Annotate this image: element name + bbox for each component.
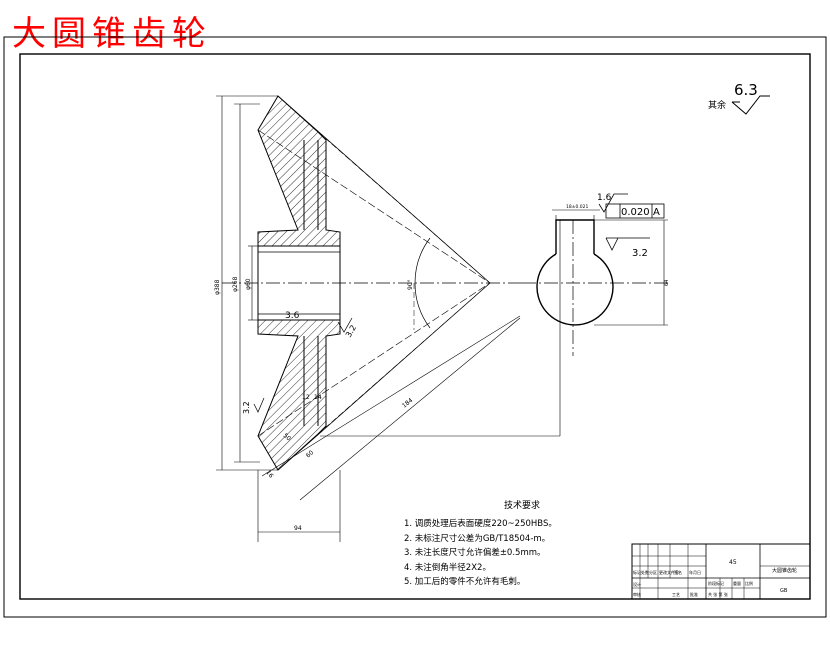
technical-requirement-item: 5. 加工后的零件不允许有毛刺。 — [404, 577, 526, 587]
dim-face-width: 50 — [282, 432, 292, 442]
dim-bottom-a: 16 — [264, 469, 274, 479]
roughness-other-label: 其余 — [708, 99, 726, 111]
section-roughness-right: 3.2 — [632, 248, 648, 259]
dim-total-len: 94 — [294, 525, 302, 532]
technical-requirement-item: 3. 未注长度尺寸允许偏差±0.5mm。 — [404, 548, 546, 558]
dim-bore-dia: φ60 — [245, 278, 252, 290]
title-block-row-4: 签名 — [674, 569, 682, 575]
page-title: 大圆锥齿轮 — [12, 14, 212, 54]
technical-requirement-item: 2. 未标注尺寸公差为GB/T18504-m。 — [404, 533, 551, 544]
title-block-role-1: 审核 — [633, 591, 641, 597]
title-block-role-3: 批准 — [690, 591, 698, 597]
title-block-role-2: 工艺 — [672, 592, 680, 597]
bore-section-view — [522, 193, 670, 356]
dim-cone-angle: 90° — [407, 279, 414, 290]
title-block — [631, 543, 811, 600]
section-keyway-depth: 64 — [664, 280, 670, 286]
technical-requirements: 技术要求 1. 调质处理后表面硬度220~250HBS。 2. 未标注尺寸公差为… — [404, 498, 634, 590]
technical-requirements-heading: 技术要求 — [503, 501, 540, 511]
technical-requirement-item: 4. 未注倒角半径2X2。 — [404, 562, 491, 573]
title-block-ratio: 比例 — [745, 580, 753, 586]
title-block-row-1: 处数 — [641, 569, 649, 575]
dim-hub-roughness: 3.2 — [344, 323, 358, 339]
gear-section-view — [216, 95, 561, 542]
dim-web-thk-a: 12 — [302, 394, 310, 401]
title-block-row-5: 年月日 — [689, 569, 701, 575]
section-keyway-dim: 18±0.021 — [566, 204, 589, 210]
roughness-symbol — [731, 95, 770, 115]
technical-requirement-item: 1. 调质处理后表面硬度220~250HBS。 — [404, 519, 557, 529]
inner-border — [19, 53, 811, 600]
title-block-role-0: 设计 — [633, 581, 641, 587]
title-block-part-name: 大圆锥齿轮 — [772, 567, 797, 574]
title-block-row-3: 更改文件号 — [659, 569, 679, 575]
dim-hub-dia: φ268 — [232, 276, 239, 292]
dim-outer-dia: φ388 — [214, 279, 221, 295]
section-datum: A — [653, 207, 660, 218]
dim-rim-roughness: 3.2 — [242, 401, 251, 414]
dim-center-dist: 184 — [401, 397, 414, 410]
outer-border — [3, 36, 827, 618]
dim-bottom-b: 60 — [305, 449, 315, 459]
title-block-row-0: 标记 — [633, 569, 641, 575]
title-block-unit: GB — [780, 588, 788, 594]
title-block-stage: 阶段标记 — [708, 580, 724, 586]
title-block-sheet: 共 张 第 张 — [708, 591, 728, 597]
title-block-weight: 重量 — [733, 580, 741, 586]
section-tolerance: 0.020 — [621, 207, 650, 218]
title-block-row-2: 分区 — [649, 569, 657, 575]
dim-web-note: 3.6 — [285, 311, 300, 321]
section-roughness-top: 1.6 — [597, 193, 612, 203]
dim-web-thk-b: 14 — [314, 394, 322, 401]
title-block-material: 45 — [729, 559, 737, 566]
roughness-other-value: 6.3 — [734, 81, 758, 99]
